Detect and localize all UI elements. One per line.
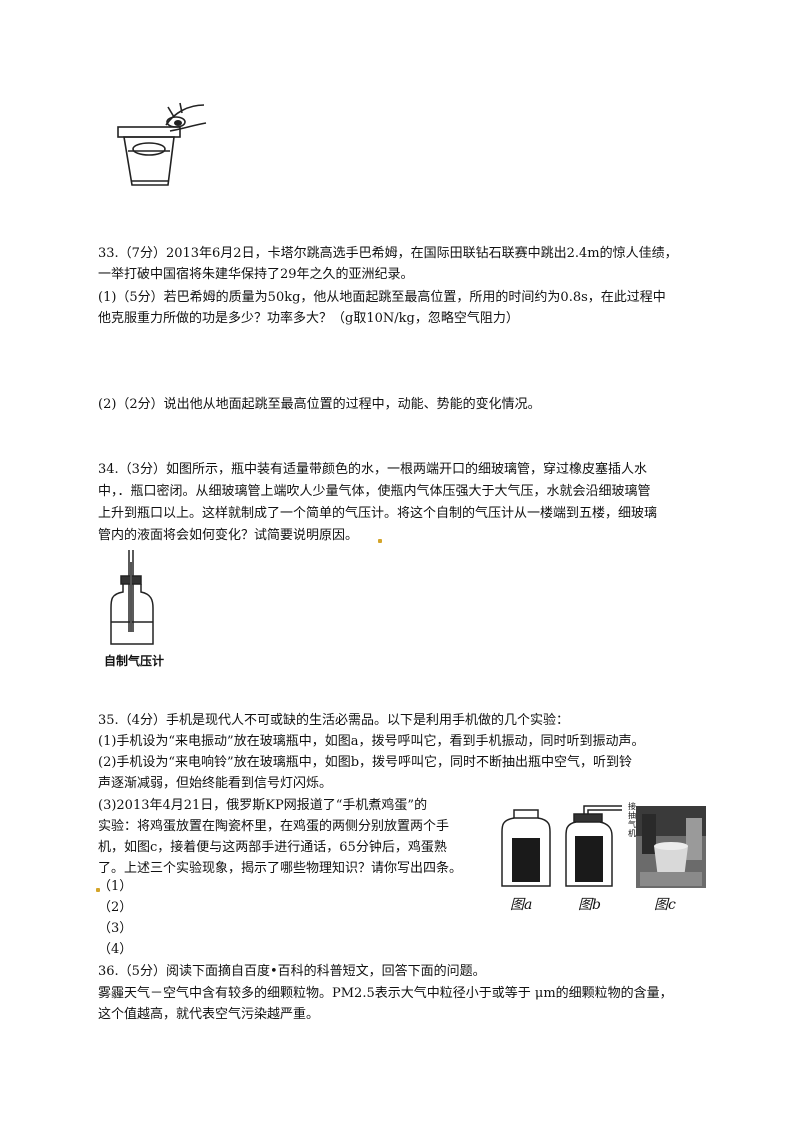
figure-c-photo	[636, 806, 706, 888]
figure-c-label: 图c	[654, 897, 676, 913]
q34-line-3: 上升到瓶口以上。这样就制成了一个简单的气压计。将这个自制的气压计从一楼端到五楼，…	[98, 506, 658, 521]
q34-line-1: 34.（3分）如图所示，瓶中装有适量带颜色的水，一根两端开口的细玻璃管，穿过橡皮…	[98, 462, 647, 477]
q35-line-7: 机，如图c，接着便与这两部手进行通话，65分钟后，鸡蛋熟	[98, 840, 447, 855]
q35-line-2: (1)手机设为“来电振动”放在玻璃瓶中，如图a，拨号呼叫它，看到手机振动，同时听…	[98, 734, 645, 749]
figure-b-label: 图b	[578, 897, 601, 913]
figure-a-jar	[501, 809, 551, 887]
q35-answer-2: （2）	[98, 900, 133, 915]
q35-answer-4: （4）	[98, 942, 133, 957]
q35-answer-3: （3）	[98, 921, 133, 936]
glass-cup-figure	[117, 102, 207, 186]
q33-part1-line-1: (1)（5分）若巴希姆的质量为50kg，他从地面起跳至最高位置，所用的时间约为0…	[98, 290, 666, 305]
figure-a-label: 图a	[510, 897, 533, 913]
figure-b-pump-label: 接抽气机	[628, 802, 636, 838]
barometer-caption: 自制气压计	[104, 654, 165, 668]
q36-line-1: 36.（5分）阅读下面摘自百度•百科的科普短文，回答下面的问题。	[98, 964, 486, 979]
q33-part1-line-2: 他克服重力所做的功是多少？功率多大？（g取10N/kg，忽略空气阻力）	[98, 311, 519, 326]
q36-line-3: 这个值越高，就代表空气污染越严重。	[98, 1007, 320, 1022]
q34-line-2: 中，．瓶口密闭。从细玻璃管上端吹人少量气体，使瓶内气体压强大于大气压，水就会沿细…	[98, 484, 651, 499]
q33-intro-line-2: 一举打破中国宿将朱建华保持了29年之久的亚洲纪录。	[98, 267, 414, 282]
q36-line-2: 雾霾天气－空气中含有较多的细颗粒物。PM2.5表示大气中粒径小于或等于 μm的细…	[98, 986, 673, 1001]
q35-line-8: 了。上述三个实验现象，揭示了哪些物理知识？请你写出四条。	[98, 861, 463, 876]
q33-part2: (2)（2分）说出他从地面起跳至最高位置的过程中，动能、势能的变化情况。	[98, 397, 541, 412]
q35-line-1: 35.（4分）手机是现代人不可或缺的生活必需品。以下是利用手机做的几个实验：	[98, 713, 569, 728]
q34-line-4: 管内的液面将会如何变化？试简要说明原因。	[98, 528, 359, 543]
q35-line-5: (3)2013年4月21日，俄罗斯KP网报道了“手机煮鸡蛋”的	[98, 798, 428, 813]
barometer-figure	[110, 550, 154, 645]
stray-mark	[96, 888, 100, 892]
q33-intro-line-1: 33.（7分）2013年6月2日，卡塔尔跳高选手巴希姆，在国际田联钻石联赛中跳出…	[98, 246, 678, 261]
q35-line-6: 实验：将鸡蛋放置在陶瓷杯里，在鸡蛋的两侧分别放置两个手	[98, 819, 450, 834]
q35-line-3: (2)手机设为“来电响铃”放在玻璃瓶中，如图b，拨号呼叫它，同时不断抽出瓶中空气…	[98, 755, 633, 770]
stray-mark	[378, 539, 382, 543]
q35-line-4: 声逐渐减弱，但始终能看到信号灯闪烁。	[98, 776, 333, 791]
q35-answer-1: （1）	[98, 879, 133, 894]
figure-b-jar	[565, 805, 622, 887]
